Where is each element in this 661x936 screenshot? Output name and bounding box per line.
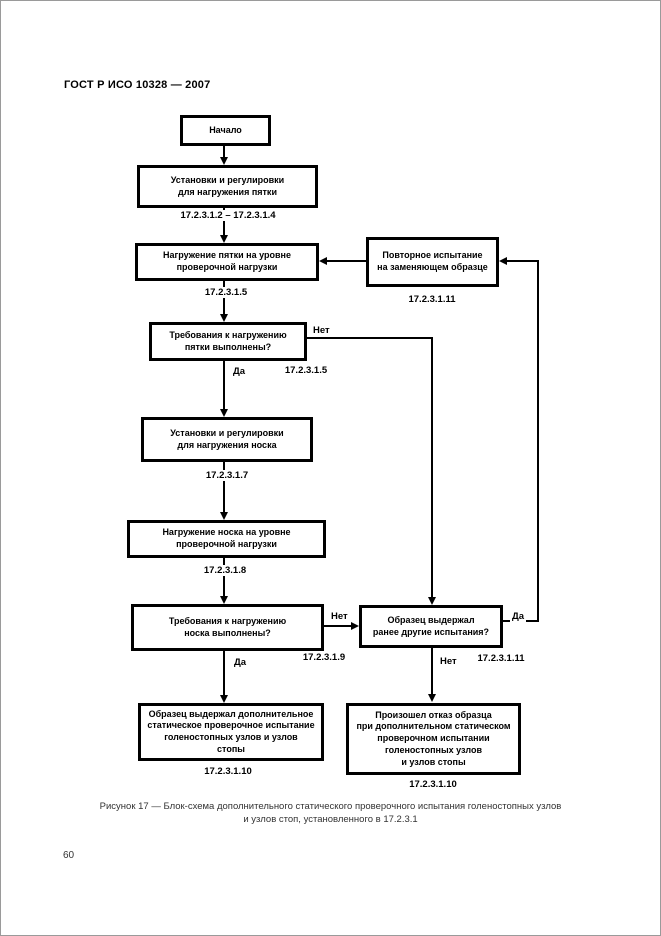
clause-ref-setup-toe: 17.2.3.1.7 xyxy=(202,470,252,481)
connector-line xyxy=(223,558,225,596)
connector-line xyxy=(537,260,539,622)
arrowhead-left-icon xyxy=(319,257,327,265)
branch-label-yes-passed: Да xyxy=(510,611,527,622)
flow-node-setup-toe: Установки и регулировки для нагружения н… xyxy=(141,417,313,462)
clause-ref-result-fail: 17.2.3.1.10 xyxy=(406,779,460,790)
flow-node-decision-heel: Требования к нагружению пятки выполнены? xyxy=(149,322,307,361)
arrowhead-down-icon xyxy=(220,409,228,417)
branch-label-no-heel: Нет xyxy=(311,325,332,336)
flow-node-decision-passed: Образец выдержал ранее другие испытания? xyxy=(359,605,503,648)
connector-line xyxy=(223,651,225,696)
flow-node-toe-load: Нагружение носка на уровне проверочной н… xyxy=(127,520,326,558)
arrowhead-down-icon xyxy=(220,157,228,165)
flow-node-setup-heel: Установки и регулировки для нагружения п… xyxy=(137,165,318,208)
flow-node-decision-toe: Требования к нагружению носка выполнены? xyxy=(131,604,324,651)
connector-line xyxy=(223,361,225,409)
connector-line xyxy=(326,260,366,262)
clause-ref-result-pass: 17.2.3.1.10 xyxy=(201,766,255,777)
connector-line xyxy=(506,260,537,262)
flow-node-repeat-test: Повторное испытание на заменяющем образц… xyxy=(366,237,499,287)
flow-node-heel-load: Нагружение пятки на уровне проверочной н… xyxy=(135,243,319,281)
connector-line xyxy=(431,648,433,695)
branch-label-yes-heel: Да xyxy=(231,366,248,377)
connector-line xyxy=(223,208,225,236)
page-number: 60 xyxy=(63,850,75,861)
arrowhead-down-icon xyxy=(220,314,228,322)
arrowhead-down-icon xyxy=(220,596,228,604)
arrowhead-left-icon xyxy=(499,257,507,265)
connector-line xyxy=(307,337,433,339)
connector-line xyxy=(431,337,433,598)
clause-ref-setup-heel: 17.2.3.1.2 – 17.2.3.1.4 xyxy=(177,210,279,221)
connector-line xyxy=(324,625,352,627)
clause-ref-toe-load: 17.2.3.1.8 xyxy=(200,565,250,576)
arrowhead-down-icon xyxy=(428,694,436,702)
flow-node-start: Начало xyxy=(180,115,271,146)
arrowhead-down-icon xyxy=(220,695,228,703)
connector-line xyxy=(223,146,225,158)
branch-label-no-toe: Нет xyxy=(329,611,350,622)
connector-line xyxy=(223,462,225,512)
document-header: ГОСТ Р ИСО 10328 — 2007 xyxy=(64,79,211,91)
arrowhead-right-icon xyxy=(351,622,359,630)
clause-ref-decision-heel: 17.2.3.1.5 xyxy=(284,365,328,376)
flow-node-result-pass: Образец выдержал дополнительное статичес… xyxy=(138,703,324,761)
clause-ref-heel-load: 17.2.3.1.5 xyxy=(201,287,251,298)
figure-caption: Рисунок 17 — Блок-схема дополнительного … xyxy=(99,801,562,825)
flow-node-result-fail: Произошел отказ образца при дополнительн… xyxy=(346,703,521,775)
clause-ref-decision-toe: 17.2.3.1.9 xyxy=(302,652,346,663)
branch-label-no-passed: Нет xyxy=(438,656,459,667)
clause-ref-decision-passed: 17.2.3.1.11 xyxy=(477,653,525,664)
arrowhead-down-icon xyxy=(220,235,228,243)
clause-ref-repeat-test: 17.2.3.1.11 xyxy=(405,294,459,305)
arrowhead-down-icon xyxy=(428,597,436,605)
arrowhead-down-icon xyxy=(220,512,228,520)
branch-label-yes-toe: Да xyxy=(232,657,249,668)
